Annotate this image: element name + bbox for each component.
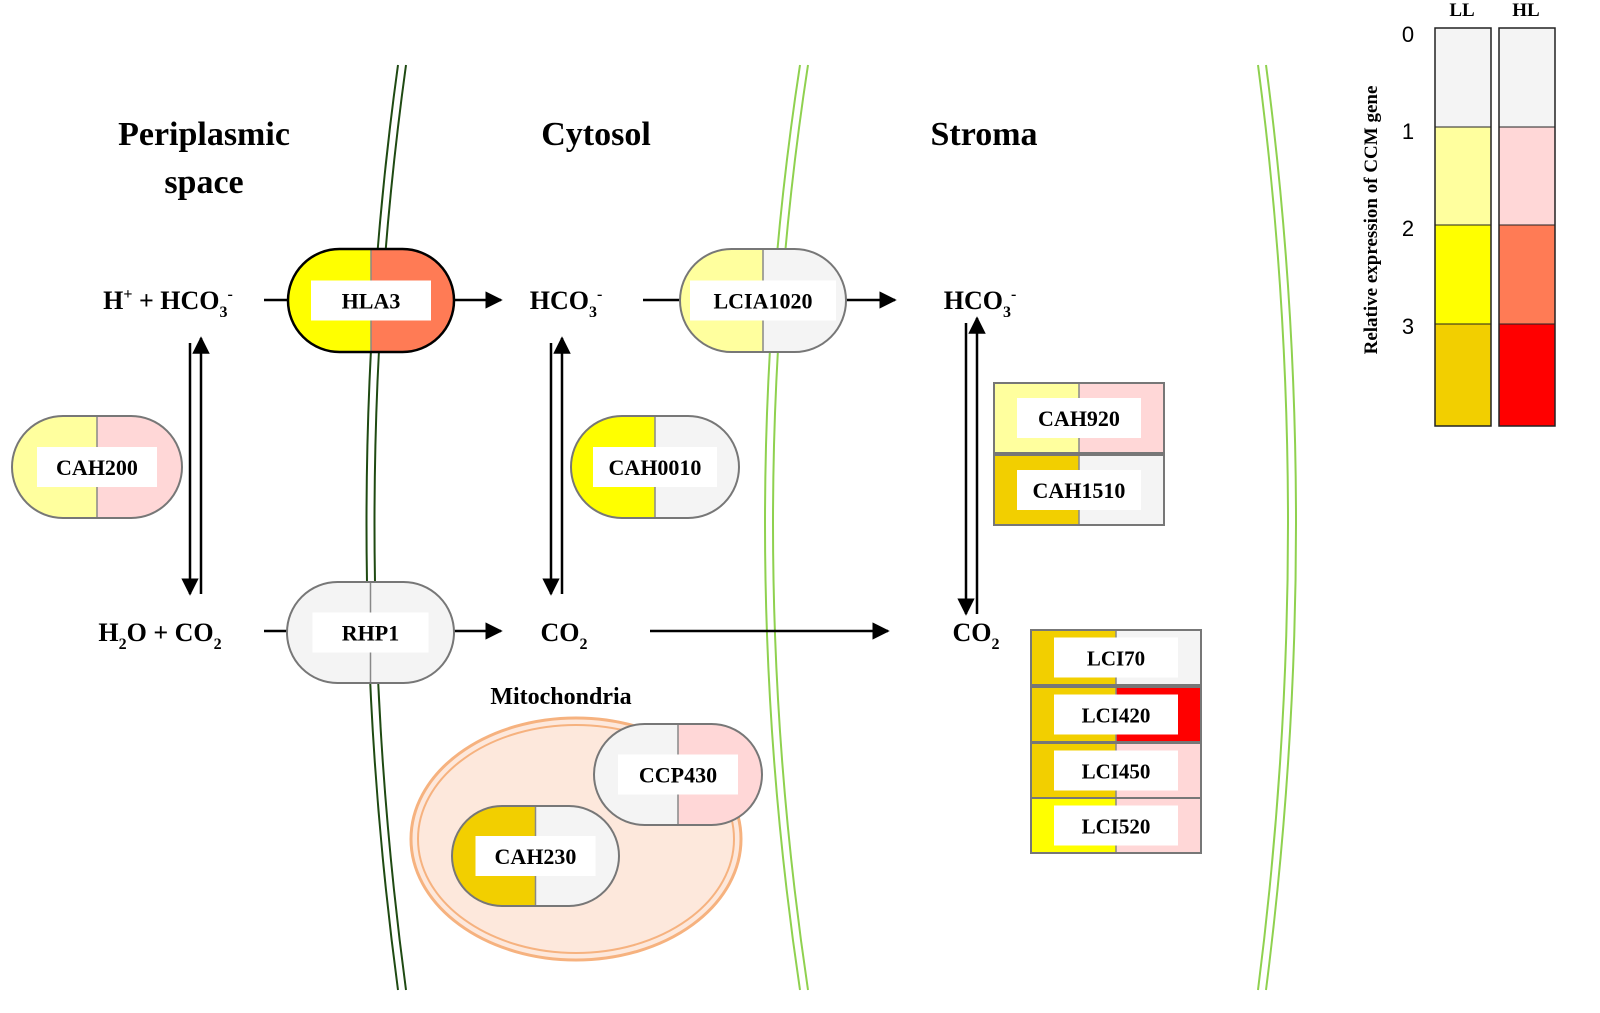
region-title-stroma: Stroma (930, 116, 1037, 153)
gene-label: CAH230 (495, 844, 577, 869)
gene-cah920-label-bg (1017, 398, 1141, 438)
gene-lci450: LCI450 (1030, 742, 1202, 799)
gene-label: LCI520 (1082, 815, 1151, 839)
region-title-mitochondria: Mitochondria (490, 684, 631, 710)
gene-cah230: CAH230 (451, 805, 620, 907)
gene-lci520-outline (1030, 797, 1202, 854)
gene-label: CAH0010 (609, 455, 702, 480)
gene-ccp430-outline (593, 723, 763, 826)
gene-lci70-label-bg (1054, 637, 1178, 678)
gene-lcia1020: LCIA1020 (679, 248, 847, 353)
gene-label: RHP1 (342, 621, 399, 646)
gene-lci70-outline (1030, 629, 1202, 686)
legend-swatch-ll-3 (1434, 323, 1492, 427)
gene-cah200-outline (11, 415, 183, 519)
gene-hla3: HLA3 (286, 247, 456, 354)
gene-cah0010: CAH0010 (570, 415, 740, 519)
legend-tick-2: 2 (1402, 216, 1414, 241)
region-title-periplasm: Periplasmic (118, 116, 290, 153)
metabolite-cytosol-bicarbonate: HCO3- (530, 286, 603, 321)
gene-lcia1020-outline (679, 248, 847, 353)
gene-label: HLA3 (342, 289, 401, 314)
metabolite-water-co2: H2O + CO2 (98, 618, 221, 653)
legend-tick-1: 1 (1402, 119, 1414, 144)
legend-tick-3: 3 (1402, 314, 1414, 339)
gene-lci420-label-bg (1054, 694, 1178, 735)
gene-cah0010-label-bg (593, 447, 717, 487)
metabolite-h-bicarbonate: H+ + HCO3- (103, 286, 233, 321)
chloroplast-envelope (764, 64, 809, 991)
gene-label: CAH920 (1038, 406, 1120, 431)
gene-cah230-outline (451, 805, 620, 907)
gene-lci520: LCI520 (1030, 797, 1202, 854)
legend-swatch-ll-0 (1434, 27, 1492, 128)
gene-label: CAH1510 (1033, 478, 1126, 503)
legend-swatch-ll-1 (1434, 126, 1492, 226)
gene-lci450-label-bg (1054, 750, 1178, 791)
legend-swatch-hl-1 (1498, 126, 1556, 226)
metabolite-stroma-co2: CO2 (953, 618, 1000, 653)
metabolite-cytosol-co2: CO2 (541, 618, 588, 653)
legend-swatch-hl-3 (1498, 323, 1556, 427)
legend-axis-label: Relative expression of CCM gene (1361, 86, 1382, 355)
gene-label: LCI420 (1082, 704, 1151, 728)
gene-rhp1-outline (286, 581, 455, 684)
gene-label: LCIA1020 (713, 289, 812, 314)
gene-ccp430: CCP430 (593, 723, 763, 826)
plasma-membrane (365, 64, 407, 991)
legend-tick-0: 0 (1402, 22, 1414, 47)
gene-cah200: CAH200 (11, 415, 183, 519)
region-title-periplasm-2: space (164, 164, 243, 201)
gene-label: LCI450 (1082, 760, 1151, 784)
gene-cah0010-outline (570, 415, 740, 519)
gene-label: CAH200 (56, 455, 138, 480)
gene-cah200-label-bg (37, 447, 157, 487)
gene-lci520-label-bg (1054, 805, 1178, 846)
flow-arrows (181, 291, 986, 640)
legend-col-ll: LL (1449, 0, 1474, 21)
thylakoid-membrane (1257, 64, 1297, 991)
gene-rhp1: RHP1 (286, 581, 455, 684)
gene-label: CCP430 (639, 763, 717, 788)
expression-legend: LL HL 0 1 2 3 Relative expression of CCM… (1361, 0, 1556, 427)
legend-swatch-hl-2 (1498, 224, 1556, 325)
gene-ccp430-label-bg (618, 754, 738, 795)
gene-cah230-label-bg (475, 836, 596, 876)
legend-swatch-hl-0 (1498, 27, 1556, 128)
legend-swatch-ll-2 (1434, 224, 1492, 325)
gene-hla3-outline (286, 247, 456, 354)
legend-bar-hl (1498, 27, 1556, 427)
legend-col-hl: HL (1512, 0, 1539, 21)
region-title-cytosol: Cytosol (541, 116, 651, 153)
gene-cah1510-outline (993, 454, 1165, 526)
gene-lcia1020-label-bg (690, 280, 836, 321)
gene-hla3-label-bg (311, 280, 431, 321)
gene-lci420: LCI420 (1030, 686, 1202, 743)
gene-label: LCI70 (1087, 647, 1145, 671)
gene-rhp1-label-bg (312, 612, 429, 653)
gene-lci70: LCI70 (1030, 629, 1202, 686)
gene-cah1510-label-bg (1017, 470, 1141, 510)
gene-cah920: CAH920 (993, 382, 1165, 454)
metabolite-stroma-bicarbonate: HCO3- (944, 286, 1017, 321)
gene-cah1510: CAH1510 (993, 454, 1165, 526)
legend-bar-ll (1434, 27, 1492, 427)
gene-cah920-outline (993, 382, 1165, 454)
